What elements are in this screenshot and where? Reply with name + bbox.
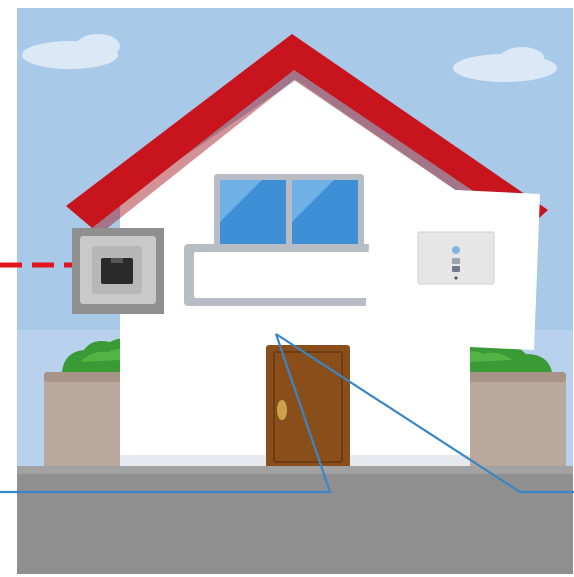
wireless-access-point-icon	[364, 186, 540, 350]
wireless-port-1	[452, 258, 460, 264]
front-door	[266, 345, 350, 469]
wireless-led	[452, 246, 460, 254]
door-knob	[277, 400, 287, 420]
balcony-panel	[194, 252, 374, 298]
ethernet-wall-outlet-icon	[72, 228, 164, 314]
wireless-indicator	[455, 277, 458, 280]
upper-window	[214, 174, 364, 250]
wireless-port-2	[452, 266, 460, 272]
ethernet-port-clip	[111, 258, 123, 263]
cloud-left-puff	[76, 34, 120, 58]
balcony	[184, 244, 384, 306]
cloud-right-puff	[500, 47, 544, 69]
ground	[17, 466, 573, 574]
